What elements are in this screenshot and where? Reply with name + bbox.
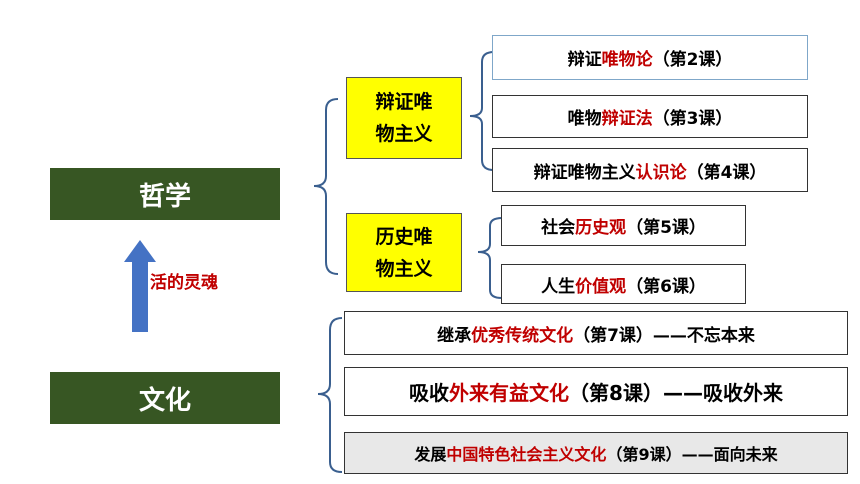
philosophy-brace <box>313 98 339 275</box>
culture-node: 文化 <box>50 372 280 424</box>
lesson-8-keyword: 外来有益文化 <box>449 381 570 405</box>
lesson-7-prefix: 继承 <box>437 325 472 346</box>
lesson-9-suffix: （第9课）——面向未来 <box>606 445 778 464</box>
culture-brace <box>317 317 343 473</box>
lesson-5-prefix: 社会 <box>541 218 576 238</box>
lesson-4-prefix: 辩证唯物主义 <box>533 162 636 183</box>
lesson-4-box: 辩证唯物主义认识论（第4课） <box>492 148 808 192</box>
lesson-8-box: 吸收外来有益文化（第8课）——吸收外来 <box>344 367 848 416</box>
lesson-5-box: 社会历史观（第5课） <box>501 205 746 246</box>
lesson-4-keyword: 认识论 <box>635 162 687 183</box>
arrow-label: 活的灵魂 <box>150 273 218 293</box>
dialectical-line1: 辩证唯 <box>375 91 433 113</box>
historical-line2: 物主义 <box>375 257 433 280</box>
up-arrow-icon <box>124 240 156 332</box>
lesson-6-suffix: （第6课） <box>626 276 706 297</box>
dialectical-brace <box>469 51 495 171</box>
lesson-4-suffix: （第4课） <box>686 162 767 183</box>
lesson-5-suffix: （第5课） <box>626 218 706 238</box>
lesson-2-prefix: 辩证 <box>567 50 602 70</box>
lesson-3-prefix: 唯物 <box>567 109 602 129</box>
lesson-2-keyword: 唯物论 <box>601 50 653 70</box>
dialectical-materialism-node: 辩证唯 物主义 <box>346 77 462 159</box>
lesson-8-prefix: 吸收 <box>409 381 450 405</box>
lesson-8-suffix: （第8课）——吸收外来 <box>569 381 783 405</box>
lesson-3-box: 唯物辩证法（第3课） <box>492 95 808 138</box>
lesson-6-box: 人生价值观（第6课） <box>501 264 746 304</box>
historical-materialism-node: 历史唯 物主义 <box>346 213 462 292</box>
lesson-9-keyword: 中国特色社会主义文化 <box>446 445 607 464</box>
lesson-3-suffix: （第3课） <box>652 109 733 129</box>
lesson-7-suffix: （第7课）——不忘本来 <box>573 325 755 346</box>
philosophy-node: 哲学 <box>50 168 280 220</box>
lesson-7-keyword: 优秀传统文化 <box>471 325 574 346</box>
lesson-2-box: 辩证唯物论（第2课） <box>492 35 808 80</box>
lesson-6-keyword: 价值观 <box>575 276 627 297</box>
lesson-9-prefix: 发展 <box>414 445 447 464</box>
lesson-3-keyword: 辩证法 <box>601 109 653 129</box>
dialectical-line2: 物主义 <box>375 123 433 145</box>
lesson-9-box: 发展中国特色社会主义文化（第9课）——面向未来 <box>344 432 848 474</box>
historical-line1: 历史唯 <box>375 225 433 248</box>
lesson-6-prefix: 人生 <box>541 276 576 297</box>
lesson-2-suffix: （第2课） <box>652 50 733 70</box>
lesson-7-box: 继承优秀传统文化（第7课）——不忘本来 <box>344 311 848 355</box>
lesson-5-keyword: 历史观 <box>575 218 627 238</box>
historical-brace <box>477 217 503 299</box>
